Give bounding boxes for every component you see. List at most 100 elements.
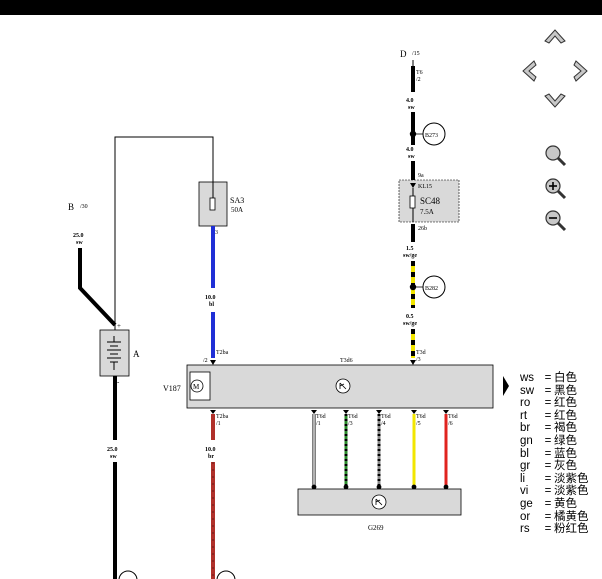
legend-row: li =淡紫色 (520, 473, 589, 486)
wire-d4-color: sw/ge (403, 321, 417, 327)
wire-b-color: sw (76, 240, 83, 246)
legend-color-name: 红色 (554, 409, 577, 422)
legend-equals: = (544, 384, 552, 397)
legend-row: bl =蓝色 (520, 448, 589, 461)
conn-t6d-3: T6d (348, 414, 358, 420)
pan-left-button[interactable] (518, 58, 540, 84)
legend-code: bl (520, 447, 529, 460)
legend-color-name: 绿色 (554, 434, 577, 447)
legend-equals: = (544, 409, 552, 422)
legend-row: gr=灰色 (520, 460, 589, 473)
legend-equals: = (544, 447, 552, 460)
wire-d2-color: sw (408, 154, 415, 160)
legend-equals: = (544, 372, 552, 384)
legend-equals: = (544, 497, 552, 510)
legend-color-name: 淡紫色 (554, 485, 589, 498)
battery-symbol (107, 336, 121, 370)
fuse-sa3-pin: 3 (215, 230, 218, 236)
splice-b273 (422, 122, 446, 146)
conn-t6d-4: T6d (381, 414, 391, 420)
legend-code: vi (520, 485, 529, 498)
legend-row: rs=粉红色 (520, 523, 589, 536)
wire-bl-size: 10.0 (205, 295, 216, 301)
fuse-sc-pin-in: KL15 (418, 184, 432, 190)
top-bar (0, 0, 602, 15)
battery-label: A (133, 349, 140, 359)
legend-color-name: 黑色 (554, 384, 577, 397)
legend-color-name: 蓝色 (554, 447, 577, 460)
control-module-connector: T3d6 (340, 358, 353, 364)
terminal-b-sub: /30 (80, 204, 88, 210)
legend-equals: = (544, 460, 552, 473)
pan-down-button[interactable] (542, 90, 568, 112)
splice-b273-label: B273 (425, 133, 438, 139)
legend-color-name: 橘黄色 (554, 510, 589, 523)
battery-minus: - (117, 378, 120, 386)
fuse-sc-box (398, 179, 460, 223)
conn-t6d-6: T6d (448, 414, 458, 420)
legend-code: gr (520, 460, 531, 473)
legend-code: sw (520, 384, 535, 397)
legend-equals: = (544, 523, 552, 536)
legend-row: ro=红色 (520, 397, 589, 410)
wire-d2-size: 4.0 (406, 147, 414, 153)
fuse-sc-name: SC48 (420, 196, 441, 206)
motor-symbol-text: M (193, 383, 200, 391)
zoom-out-button[interactable] (543, 208, 569, 234)
zoom-fit-button[interactable] (543, 143, 569, 169)
legend-code: br (520, 422, 531, 435)
legend-color-name: 褐色 (554, 422, 577, 435)
brown-node (216, 570, 236, 579)
conn-t6d-4-pin: /4 (381, 421, 386, 427)
legend-row: sw =黑色 (520, 385, 589, 398)
conn-t2ba-bot-pin: /1 (216, 421, 221, 427)
legend-equals: = (544, 510, 552, 523)
wire-d1-size: 4.0 (406, 98, 414, 104)
conn-t2ba-bot: T2ba (216, 414, 229, 420)
conn-t6d-5-pin: /5 (416, 421, 421, 427)
splice-node-2 (409, 283, 417, 291)
legend-code: ws (520, 372, 535, 384)
legend-equals: = (544, 472, 552, 485)
splice-node-1 (409, 130, 417, 138)
legend-color-name: 淡紫色 (554, 472, 589, 485)
magnifier-icon (545, 145, 567, 167)
zoom-in-button[interactable] (543, 176, 569, 202)
legend-equals: = (544, 422, 552, 435)
legend-code: li (520, 472, 526, 485)
legend-row: ws=白色 (520, 372, 589, 385)
fuse-sc-element (409, 195, 416, 209)
conn-t6d-1: T6d (316, 414, 326, 420)
wire-br-size: 10.0 (205, 447, 216, 453)
continue-arrow (503, 376, 509, 396)
legend-code: ge (520, 497, 533, 510)
conn-t6d-5: T6d (416, 414, 426, 420)
fuse-sc-bottom: 26b (418, 226, 427, 232)
conn-t6d-3-pin: /3 (348, 421, 353, 427)
pan-up-button[interactable] (542, 25, 568, 47)
terminal-d-sub: /15 (412, 51, 420, 57)
pan-right-button[interactable] (570, 58, 592, 84)
legend-color-name: 红色 (554, 397, 577, 410)
legend-row: br =褐色 (520, 422, 589, 435)
terminal-b-label: B (68, 202, 74, 212)
wire-loop-top (114, 136, 214, 330)
legend-code: gn (520, 434, 533, 447)
wire-d4-size: 0.5 (406, 314, 414, 320)
conn-t3d: T3d (416, 350, 426, 356)
wire-d1-color: sw (408, 105, 415, 111)
fuse-sc-top: 9a (418, 173, 424, 179)
legend-row: or =橘黄色 (520, 511, 589, 524)
wire-b (78, 248, 117, 327)
wire-gnd-color: sw (110, 454, 117, 460)
legend-code: or (520, 510, 531, 523)
gnd-node (118, 570, 138, 579)
conn-t6d-6-pin: /6 (448, 421, 453, 427)
conn-t2ba-top: T2ba (216, 350, 229, 356)
legend-color-name: 黄色 (554, 497, 577, 510)
fuse-sa3-name: SA3 (230, 196, 244, 205)
wire-d3-size: 1.5 (406, 246, 414, 252)
legend-equals: = (544, 434, 552, 447)
